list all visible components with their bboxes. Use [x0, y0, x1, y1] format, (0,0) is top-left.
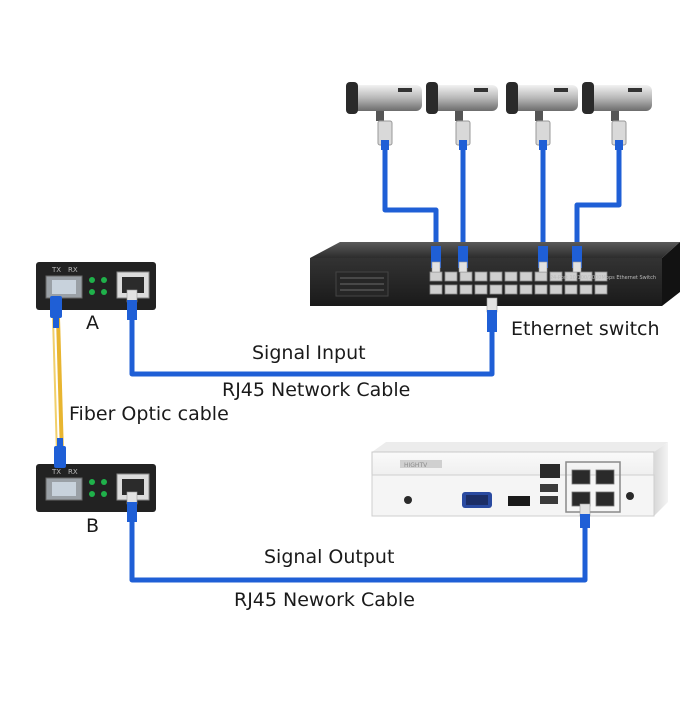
rj45-cable-top: [129, 318, 495, 377]
cctv-camera-icon: [346, 82, 422, 150]
cctv-camera-icon: [582, 82, 652, 150]
fiber-optic-label: Fiber Optic cable: [69, 403, 229, 425]
switch-caption: 24-Port 10/100/1000Mbps Ethernet Switch: [550, 275, 656, 281]
signal-output-label: Signal Output: [264, 546, 395, 568]
converter-b-tx-label: TX: [51, 468, 61, 476]
converter-a-tx-label: TX: [51, 266, 61, 274]
nvr-icon: HIGHTV: [371, 442, 668, 528]
fiber-optic-cable: [52, 317, 64, 456]
rj45-cable-bottom: [129, 520, 588, 583]
converter-a-label: A: [86, 312, 99, 334]
ethernet-switch-icon: 24-Port 10/100/1000Mbps Ethernet Switch: [310, 242, 680, 332]
nvr-brand-label: HIGHTV: [404, 462, 428, 469]
cctv-camera-icon: [426, 82, 498, 150]
camera-cables: [382, 147, 622, 251]
signal-input-label: Signal Input: [252, 342, 366, 364]
rj45-cable-top-label: RJ45 Network Cable: [222, 379, 411, 401]
ethernet-switch-label: Ethernet switch: [511, 318, 660, 340]
rj45-cable-bottom-label: RJ45 Nework Cable: [234, 589, 415, 611]
media-converter-icon: TX RX: [36, 438, 156, 522]
switch-ports: [429, 271, 608, 295]
media-converter-icon: TX RX: [36, 262, 156, 328]
converter-a-rx-label: RX: [68, 266, 78, 274]
converter-b-label: B: [86, 515, 100, 537]
converter-b-rx-label: RX: [68, 468, 78, 476]
cctv-camera-icon: [506, 82, 578, 150]
